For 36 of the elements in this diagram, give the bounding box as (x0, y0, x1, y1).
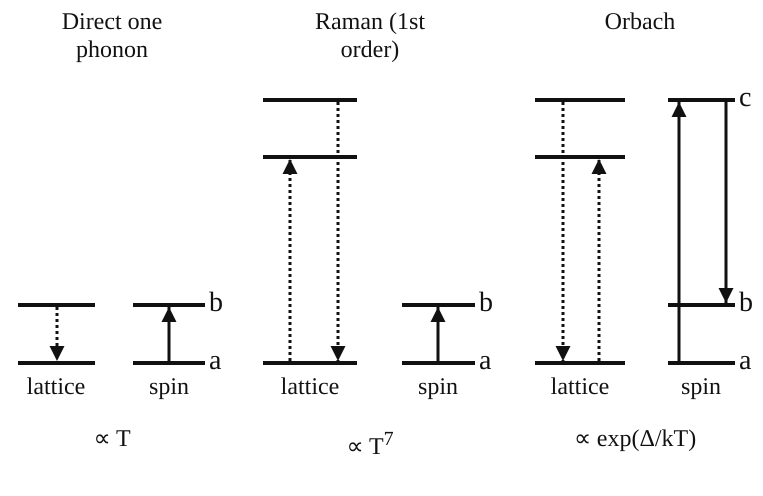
panel-title: Direct one phonon (60, 8, 164, 64)
arrow (556, 102, 570, 361)
level-label: c (738, 81, 752, 115)
energy-level (263, 98, 357, 102)
energy-level (263, 361, 357, 365)
rate-formula: ∝ T$^{7}$ (345, 427, 395, 461)
level-label: b (738, 286, 753, 320)
level-label: a (738, 344, 752, 378)
level-label: a (478, 344, 492, 378)
axis-caption: spin (148, 373, 190, 401)
axis-caption: lattice (26, 373, 86, 401)
axis-caption: spin (680, 373, 722, 401)
energy-level (18, 303, 95, 307)
arrow (672, 102, 686, 361)
axis-caption: lattice (280, 373, 340, 401)
axis-caption: lattice (550, 373, 610, 401)
arrow (592, 159, 606, 361)
arrow (162, 307, 176, 361)
panel-title: Orbach (604, 8, 676, 36)
energy-level (535, 98, 625, 102)
energy-level (535, 361, 625, 365)
level-label: b (478, 286, 493, 320)
arrow (430, 307, 446, 361)
arrow (330, 102, 346, 361)
level-label: a (208, 344, 222, 378)
rate-formula: ∝ exp(Δ/kT) (572, 425, 698, 453)
energy-level (263, 155, 357, 159)
arrow (718, 102, 734, 303)
axis-caption: spin (416, 373, 459, 401)
energy-level (18, 361, 95, 365)
arrow (282, 159, 298, 361)
energy-level (535, 155, 625, 159)
level-label: b (208, 286, 223, 320)
arrow (50, 307, 64, 361)
rate-formula: ∝ T (92, 425, 132, 453)
panel-title: Raman (1st order) (314, 8, 426, 64)
